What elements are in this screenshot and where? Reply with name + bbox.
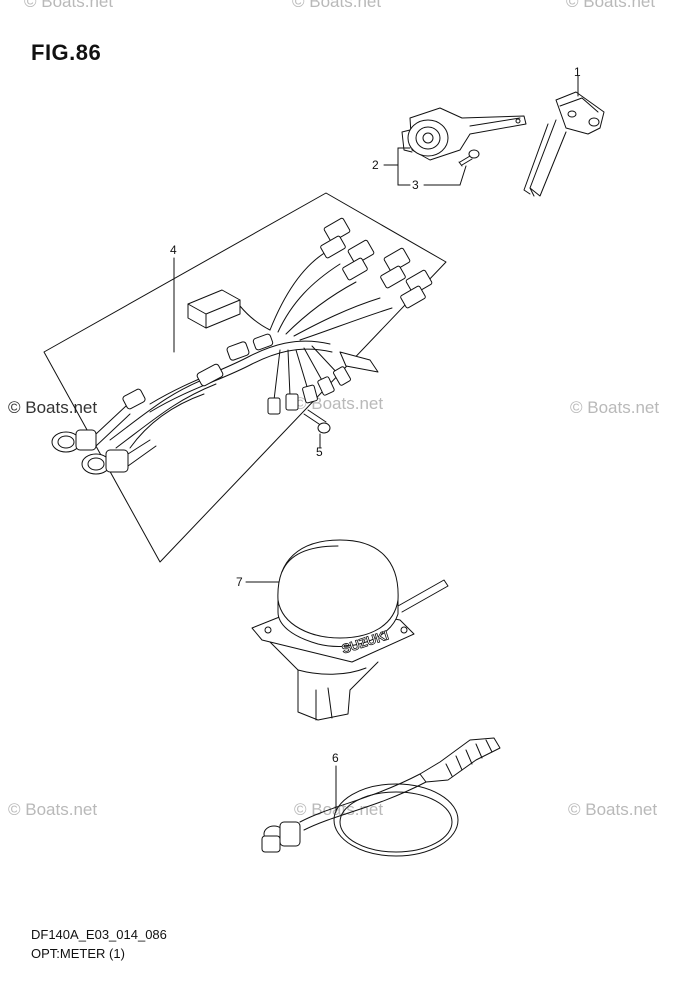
watermark: © Boats.net xyxy=(292,0,382,11)
callout-1: 1 xyxy=(574,65,581,79)
part-1-bracket xyxy=(523,75,605,197)
callout-4: 4 xyxy=(170,243,177,257)
part-4-harness xyxy=(43,192,447,563)
part-6-cable xyxy=(261,737,501,857)
callout-6: 6 xyxy=(332,751,339,765)
callout-5: 5 xyxy=(316,445,323,459)
watermark: © Boats.net xyxy=(8,800,98,819)
watermark: © Boats.net xyxy=(570,398,660,417)
callout-7: 7 xyxy=(236,575,243,589)
figure-code: DF140A_E03_014_086 xyxy=(31,927,167,942)
part-3-screw xyxy=(458,149,480,167)
watermark: © Boats.net xyxy=(24,0,114,11)
watermark: © Boats.net xyxy=(8,398,98,417)
part-2-housing xyxy=(401,107,527,161)
callout-2: 2 xyxy=(372,158,379,172)
part-7-meter xyxy=(245,539,449,721)
callout-3: 3 xyxy=(412,178,419,192)
watermark: © Boats.net xyxy=(566,0,656,11)
part-5-bolt xyxy=(303,409,331,449)
watermark: © Boats.net xyxy=(568,800,658,819)
figure-name: OPT:METER (1) xyxy=(31,946,125,961)
figure-title: FIG.86 xyxy=(31,40,102,65)
